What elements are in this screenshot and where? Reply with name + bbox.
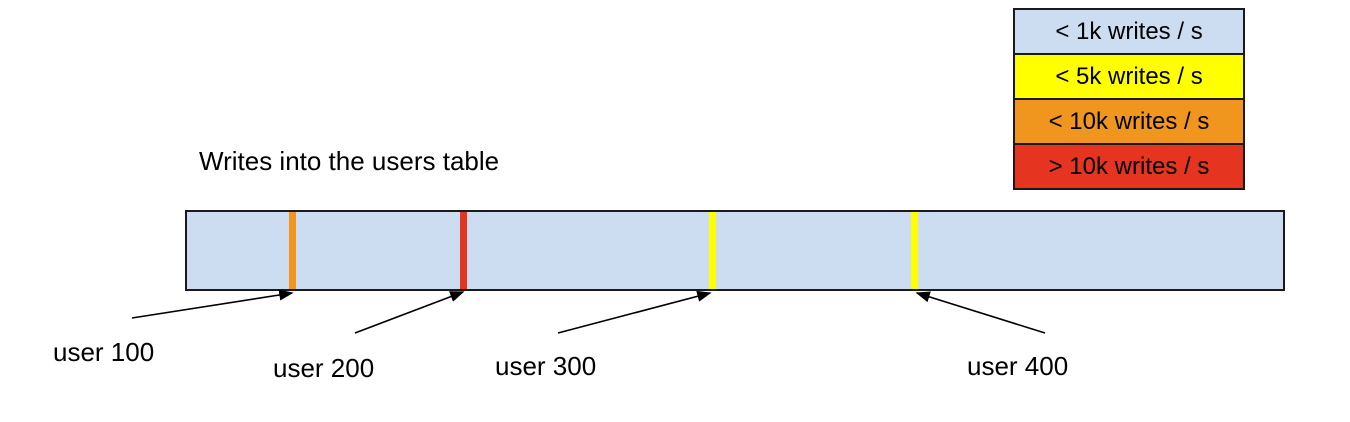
write-hotspot-stripe: [911, 212, 918, 289]
legend-item: > 10k writes / s: [1013, 143, 1245, 190]
legend-item-label: < 5k writes / s: [1055, 62, 1203, 90]
callout-arrow: [131, 289, 294, 319]
write-hotspot-stripe: [709, 212, 716, 289]
callout-label: user 100: [53, 337, 155, 367]
callout-arrow: [354, 291, 465, 334]
callout-label: user 300: [495, 351, 597, 381]
write-hotspot-stripe: [289, 212, 296, 289]
write-hotspot-stripe: [460, 212, 467, 289]
legend-item: < 10k writes / s: [1013, 98, 1245, 145]
legend: < 1k writes / s < 5k writes / s < 10k writ…: [1013, 8, 1245, 190]
legend-item: < 1k writes / s: [1013, 8, 1245, 55]
callout-arrow: [915, 291, 1046, 334]
callout-arrow: [557, 290, 712, 334]
callout-label: user 400: [967, 351, 1069, 381]
legend-item-label: > 10k writes / s: [1048, 152, 1210, 180]
legend-item-label: < 10k writes / s: [1048, 107, 1210, 135]
legend-item-label: < 1k writes / s: [1055, 17, 1203, 45]
callout-label: user 200: [273, 353, 375, 383]
users-table-bar: [185, 210, 1285, 291]
diagram-title: Writes into the users table: [199, 146, 500, 176]
legend-item: < 5k writes / s: [1013, 53, 1245, 100]
